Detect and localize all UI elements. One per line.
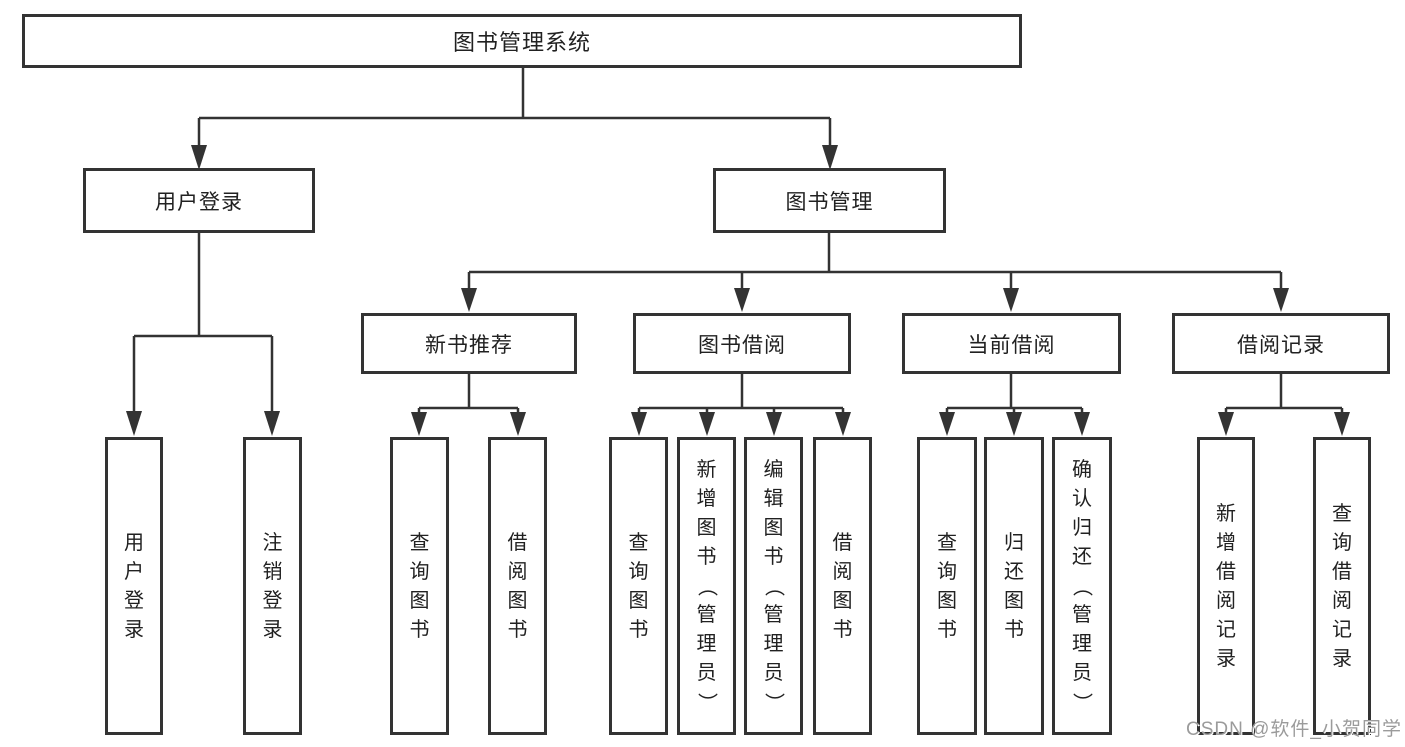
leaf-recommend-borrow-books: 借阅图书 xyxy=(488,437,547,735)
box-book-management: 图书管理 xyxy=(713,168,946,233)
leaf-confirm-return-admin-label: 确认归还（管理员） xyxy=(1071,459,1093,712)
leaf-query-borrow-record: 查询借阅记录 xyxy=(1313,437,1371,735)
leaf-add-borrow-record: 新增借阅记录 xyxy=(1197,437,1255,735)
leaf-return-books: 归还图书 xyxy=(984,437,1044,735)
leaf-recommend-query-books: 查询图书 xyxy=(390,437,449,735)
box-new-book-recommend-label: 新书推荐 xyxy=(425,333,513,357)
box-current-borrow: 当前借阅 xyxy=(902,313,1121,374)
leaf-borrow-books: 借阅图书 xyxy=(813,437,872,735)
leaf-borrow-query-books-label: 查询图书 xyxy=(628,531,649,641)
box-current-borrow-label: 当前借阅 xyxy=(967,333,1056,357)
leaf-borrow-query-books: 查询图书 xyxy=(609,437,668,735)
leaf-confirm-return-admin: 确认归还（管理员） xyxy=(1052,437,1112,735)
leaf-recommend-query-books-label: 查询图书 xyxy=(409,531,430,641)
leaf-edit-books-admin-label: 编辑图书（管理员） xyxy=(762,459,785,712)
leaf-user-login: 用户登录 xyxy=(105,437,163,735)
leaf-add-books-admin: 新增图书（管理员） xyxy=(677,437,736,735)
leaf-recommend-borrow-books-label: 借阅图书 xyxy=(507,531,528,641)
box-user-login-label: 用户登录 xyxy=(155,190,243,214)
box-book-borrow-label: 图书借阅 xyxy=(698,333,786,357)
leaf-edit-books-admin: 编辑图书（管理员） xyxy=(744,437,803,735)
box-new-book-recommend: 新书推荐 xyxy=(361,313,577,374)
box-borrow-records: 借阅记录 xyxy=(1172,313,1390,374)
leaf-current-query-books: 查询图书 xyxy=(917,437,977,735)
leaf-add-books-admin-label: 新增图书（管理员） xyxy=(695,459,718,712)
box-user-login: 用户登录 xyxy=(83,168,315,233)
box-borrow-records-label: 借阅记录 xyxy=(1237,333,1325,357)
leaf-logout: 注销登录 xyxy=(243,437,302,735)
leaf-add-borrow-record-label: 新增借阅记录 xyxy=(1216,502,1236,670)
leaf-query-borrow-record-label: 查询借阅记录 xyxy=(1332,502,1352,670)
leaf-return-books-label: 归还图书 xyxy=(1004,531,1024,641)
box-library-system: 图书管理系统 xyxy=(22,14,1022,68)
leaf-logout-label: 注销登录 xyxy=(262,531,283,641)
box-book-management-label: 图书管理 xyxy=(785,190,874,214)
csdn-watermark: CSDN @软件_小贺同学 xyxy=(1186,719,1402,740)
leaf-user-login-label: 用户登录 xyxy=(124,531,144,641)
leaf-current-query-books-label: 查询图书 xyxy=(937,531,957,641)
leaf-borrow-books-label: 借阅图书 xyxy=(832,531,853,641)
box-book-borrow: 图书借阅 xyxy=(633,313,851,374)
arrowheads xyxy=(126,145,1350,436)
box-library-system-label: 图书管理系统 xyxy=(452,30,591,55)
